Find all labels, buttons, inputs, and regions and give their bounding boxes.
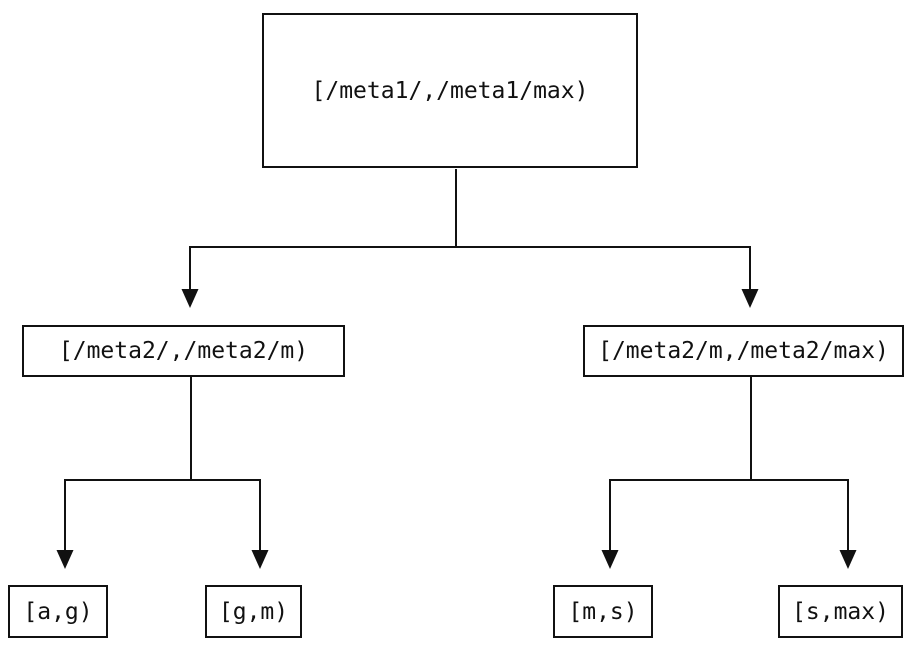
tree-node-meta2-right: [/meta2/m,/meta2/max) [583,325,904,377]
tree-node-leaf-gm-label: [g,m) [218,598,289,625]
tree-node-leaf-smax: [s,max) [778,585,903,638]
tree-node-leaf-ms: [m,s) [553,585,653,638]
tree-node-meta2-left: [/meta2/,/meta2/m) [22,325,345,377]
tree-node-root: [/meta1/,/meta1/max) [262,13,638,168]
tree-node-leaf-smax-label: [s,max) [792,598,889,625]
tree-node-leaf-ms-label: [m,s) [568,598,638,625]
arrowhead-down-icon [181,289,199,308]
arrowhead-down-icon [741,289,759,308]
tree-node-meta2-right-label: [/meta2/m,/meta2/max) [598,338,889,364]
arrowhead-down-icon [839,550,857,569]
tree-node-leaf-ag: [a,g) [8,585,108,638]
tree-node-leaf-gm: [g,m) [205,585,302,638]
tree-node-root-label: [/meta1/,/meta1/max) [311,77,589,104]
arrowhead-down-icon [601,550,619,569]
tree-node-meta2-left-label: [/meta2/,/meta2/m) [58,338,309,364]
arrowhead-down-icon [56,550,74,569]
tree-node-leaf-ag-label: [a,g) [23,598,93,625]
arrowhead-down-icon [251,550,269,569]
